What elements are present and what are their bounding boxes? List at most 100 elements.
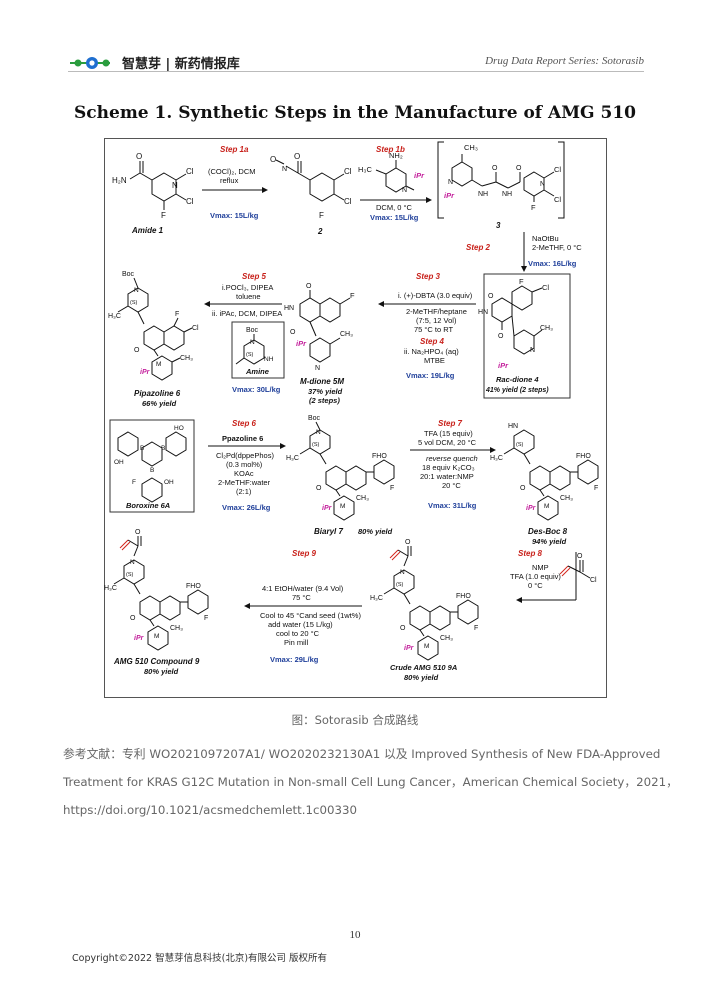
step-7-reagent: TFA (15 equiv) xyxy=(424,429,473,438)
step-1a-label: Step 1a xyxy=(220,145,249,154)
pipazoline-6-yield: 66% yield xyxy=(142,399,177,408)
structure-aminopyridine: NH₂ H₃C iPr N xyxy=(358,151,425,194)
step-2-label: Step 2 xyxy=(466,243,491,252)
label-compound-2: 2 xyxy=(317,227,323,236)
atom-ipr: iPr xyxy=(134,635,145,642)
logo: 智慧芽 | 新药情报库 xyxy=(70,53,240,72)
atom-o: O xyxy=(400,625,406,632)
step-6-label: Step 6 xyxy=(232,419,257,428)
atom-f: F xyxy=(319,211,324,220)
reference-link[interactable]: https://doi.org/10.1021/acsmedchemlett.1… xyxy=(63,803,357,817)
step-2-vmax: Vmax: 16L/kg xyxy=(528,259,577,268)
scheme-title: Scheme 1. Synthetic Steps in the Manufac… xyxy=(74,103,636,123)
atom-boc: Boc xyxy=(122,271,135,278)
step-6-vmax: Vmax: 26L/kg xyxy=(222,503,271,512)
label-amide-1: Amide 1 xyxy=(131,226,164,235)
structure-rac-dione-4: F Cl O HN O CH₃ iPr N Rac-dione 4 41% yi… xyxy=(478,273,571,399)
structure-crude-amg-510-9a: O N H₃C (S) FHO F O CH₃ iPr M Crude AMG … xyxy=(370,539,479,682)
atom-boc: Boc xyxy=(308,415,321,422)
atom-ipr: iPr xyxy=(526,505,537,512)
atom-o: O xyxy=(516,165,522,172)
step-8-solvent: NMP xyxy=(532,563,549,572)
atom-oh: OH xyxy=(114,459,124,466)
step-2-reagent: NaOtBu xyxy=(532,234,559,243)
atom-fho: FHO xyxy=(372,453,387,460)
label-compound-3: 3 xyxy=(496,221,501,230)
atom-o: O xyxy=(290,329,296,336)
atom-cl: Cl xyxy=(344,167,352,176)
atom-fho: FHO xyxy=(186,583,201,590)
atom-o: O xyxy=(492,165,498,172)
atom-o: O xyxy=(130,615,136,622)
atom-h3c: H₃C xyxy=(358,165,372,174)
structure-amine-box: Boc N NH (S) Amine xyxy=(231,321,285,379)
atom-ho: HO xyxy=(174,425,184,432)
stereo-s: (S) xyxy=(396,582,404,588)
atom-boc: Boc xyxy=(246,327,259,334)
atom-hn: HN xyxy=(478,309,488,316)
atom-h3c: H₃C xyxy=(104,585,117,592)
label-amine: Amine xyxy=(245,367,269,376)
atom-o: O xyxy=(135,529,141,536)
atom-b: B xyxy=(161,445,165,452)
structure-amg-510-compound-9: O N H₃C (S) FHO F O CH₃ iPr M AMG 510 Co… xyxy=(104,529,209,676)
structure-acryloyl-chloride: O Cl xyxy=(559,553,597,584)
synthesis-scheme-figure: O H₂N Cl Cl F N Amide 1 Step 1a (COCl)₂,… xyxy=(104,138,607,698)
step-1a-vmax: Vmax: 15L/kg xyxy=(210,211,259,220)
atom-ch3: CH₃ xyxy=(340,331,353,338)
atom-o: O xyxy=(405,539,411,546)
step-3-vmax: Vmax: 19L/kg xyxy=(406,371,455,380)
step-7-temp: 20 °C xyxy=(442,481,461,490)
biaryl-7-yield: 80% yield xyxy=(358,527,393,536)
step-9-solvent: 4:1 EtOH/water (9.4 Vol) xyxy=(262,584,344,593)
atom-o: O xyxy=(316,485,322,492)
label-crude-amg-510-9a: Crude AMG 510 9A xyxy=(390,663,457,672)
atom-n: N xyxy=(316,429,321,436)
step-9-seed: Cool to 45 °Cand seed (1wt%) xyxy=(260,611,361,620)
atom-ch3: CH₃ xyxy=(560,495,573,502)
step-6-solvent: 2-MeTHF:water xyxy=(218,478,271,487)
atom-n: N xyxy=(540,181,545,188)
atom-o: O xyxy=(294,152,300,161)
step-3-temp: 75 °C to RT xyxy=(414,325,454,334)
reference-line: Treatment for KRAS G12C Mutation in Non-… xyxy=(63,775,678,789)
atom-fho: FHO xyxy=(576,453,591,460)
atom-m: M xyxy=(544,503,549,510)
step-5-vmax: Vmax: 30L/kg xyxy=(232,385,281,394)
atom-ipr: iPr xyxy=(404,645,415,652)
atom-f: F xyxy=(132,479,136,486)
atom-cl: Cl xyxy=(554,165,561,174)
step-8-temp: 0 °C xyxy=(528,581,543,590)
atom-cl: Cl xyxy=(344,197,352,206)
atom-nh: NH xyxy=(478,191,488,198)
step-4-reagent: ii. Na₂HPO₄ (aq) xyxy=(404,347,459,356)
atom-f: F xyxy=(531,203,536,212)
atom-cl: Cl xyxy=(186,167,194,176)
atom-f: F xyxy=(350,291,355,300)
stereo-s: (S) xyxy=(516,442,524,448)
step-4-solvent: MTBE xyxy=(424,356,445,365)
atom-n: N xyxy=(315,365,320,372)
atom-ch3: CH₃ xyxy=(540,325,553,332)
step-1b-condition: DCM, 0 °C xyxy=(376,203,413,212)
atom-ch3: CH₃ xyxy=(440,635,453,642)
atom-nh2: NH₂ xyxy=(389,151,403,160)
atom-f: F xyxy=(204,615,208,622)
atom-cl: Cl xyxy=(186,197,194,206)
step-9-cool: cool to 20 °C xyxy=(276,629,320,638)
step-7-solvent: 5 vol DCM, 20 °C xyxy=(418,438,477,447)
step-5-label: Step 5 xyxy=(242,272,267,281)
references: 参考文献：专利 WO2021097207A1/ WO2020232130A1 以… xyxy=(63,740,678,824)
atom-f: F xyxy=(594,485,598,492)
step-3-label: Step 3 xyxy=(416,272,441,281)
atom-f: F xyxy=(519,277,524,286)
step-3-solvent: 2-MeTHF/heptane xyxy=(406,307,467,316)
step-6-loading: (0.3 mol%) xyxy=(226,460,263,469)
atom-ipr: iPr xyxy=(296,339,307,348)
step-6-catalyst: Cl₂Pd(dppePhos) xyxy=(216,451,274,460)
atom-n: N xyxy=(250,339,255,346)
atom-n: N xyxy=(448,179,453,186)
atom-n: N xyxy=(530,347,535,354)
rac-dione-4-yield: 41% yield (2 steps) xyxy=(485,387,549,394)
structure-biaryl-7: Boc N H₃C (S) FHO F O CH₃ iPr M Biaryl 7… xyxy=(286,415,395,536)
